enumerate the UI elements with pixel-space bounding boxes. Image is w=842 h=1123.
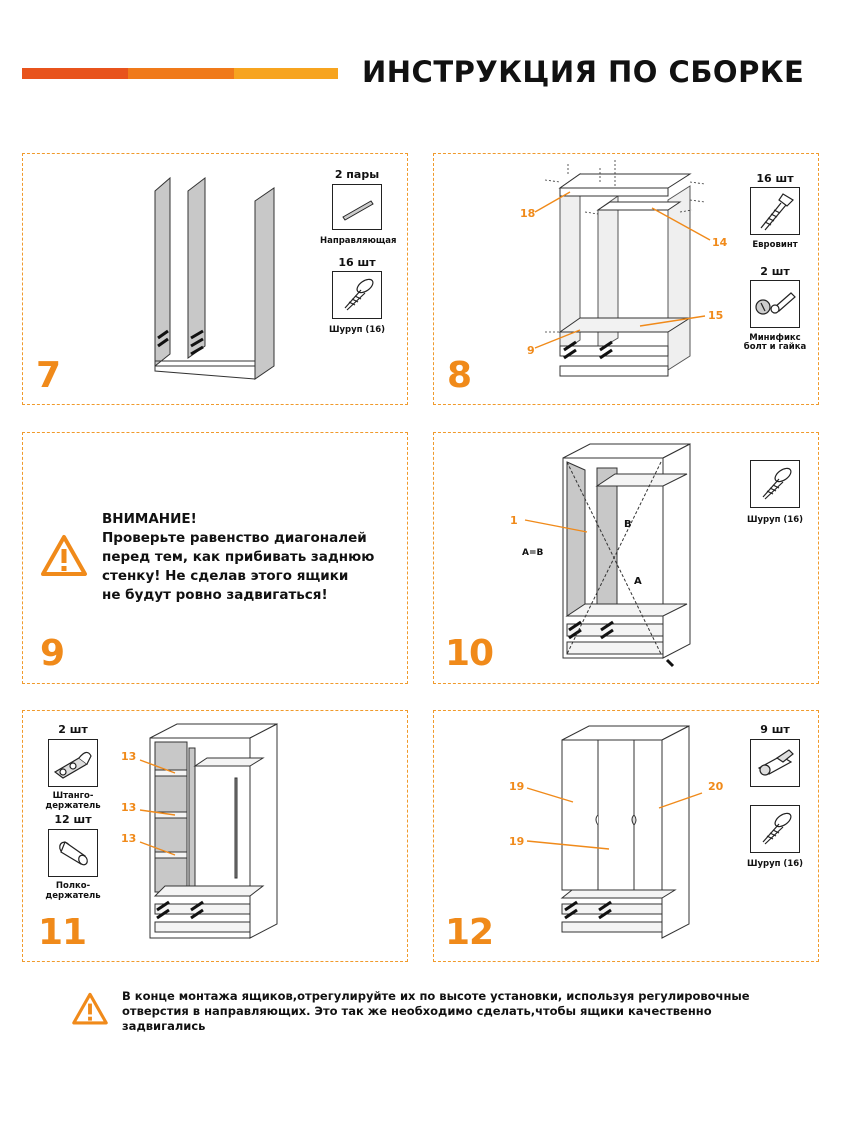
part-box — [750, 187, 800, 235]
callout-label: 13 — [121, 832, 137, 845]
header-color-bar — [22, 68, 338, 79]
screw-icon — [344, 278, 374, 311]
hinge-icon — [757, 749, 794, 776]
part-caption: Евровинт — [752, 240, 798, 250]
footer-note-line: В конце монтажа ящиков,отрегулируйте их … — [122, 989, 750, 1003]
step-number-10: 10 — [445, 633, 494, 674]
part-qty: 9 шт — [760, 723, 790, 736]
wardrobe-carcass-diagram-8 — [534, 160, 711, 377]
page-title: ИНСТРУКЦИЯ ПО СБОРКЕ — [362, 55, 805, 89]
callout-label: 1 — [510, 514, 518, 527]
callout-label: 19 — [509, 835, 525, 848]
part-box — [750, 280, 800, 328]
part-caption-line-1: Штанго- — [52, 791, 94, 801]
panel-step-10 — [433, 432, 819, 684]
callout-label: 9 — [527, 344, 535, 357]
part-caption-line-2: держатель — [45, 801, 101, 811]
warning-line: Проверьте равенство диагоналей — [102, 530, 367, 546]
part-caption: Шуруп (16) — [328, 325, 386, 335]
callout-label: 15 — [708, 309, 724, 322]
part-caption-line-1: Минификс — [749, 333, 801, 343]
part-box — [48, 829, 98, 877]
warning-line: перед тем, как прибивать заднюю — [102, 549, 375, 565]
diagonal-label-b: B — [624, 519, 632, 530]
minifix-icon — [755, 292, 796, 315]
warning-icon — [41, 535, 87, 576]
part-qty: 2 шт — [58, 723, 88, 736]
step-number-11: 11 — [38, 912, 87, 953]
part-box — [48, 739, 98, 787]
panel-step-8 — [433, 153, 819, 405]
wardrobe-frame-diagram-7 — [154, 176, 275, 380]
part-box — [332, 271, 382, 319]
part-box — [750, 460, 800, 508]
part-qty: 12 шт — [54, 813, 92, 826]
shelf-holder-icon — [59, 841, 88, 866]
screw-icon — [762, 812, 792, 845]
callout-label: 20 — [708, 780, 724, 793]
warning-icon — [72, 992, 108, 1025]
panel-step-12 — [433, 710, 819, 962]
step-number-12: 12 — [445, 912, 494, 953]
part-caption: Шуруп (16) — [746, 859, 804, 869]
step-number-8: 8 — [447, 355, 472, 396]
callout-label: 19 — [509, 780, 525, 793]
part-qty: 2 шт — [760, 265, 790, 278]
part-box — [332, 184, 382, 230]
part-box — [750, 805, 800, 853]
rod-holder-icon — [53, 751, 92, 779]
wardrobe-doors-diagram-12 — [526, 725, 703, 939]
step-number-7: 7 — [36, 355, 61, 396]
wardrobe-diagonal-diagram-10 — [524, 443, 691, 668]
panel-step-7 — [22, 153, 408, 405]
diagonal-equality-label: A=B — [522, 548, 544, 558]
part-caption: Направляющая — [320, 236, 397, 246]
callout-label: 14 — [712, 236, 728, 249]
part-qty: 16 шт — [338, 256, 376, 269]
callout-label: 13 — [121, 750, 137, 763]
footer-note-line: отверстия в направляющих. Это так же нео… — [122, 1004, 712, 1018]
warning-line: не будут ровно задвигаться! — [102, 587, 328, 603]
part-box — [750, 739, 800, 787]
rail-icon — [342, 200, 374, 221]
panel-step-9 — [22, 432, 408, 684]
part-caption-line-1: Полко- — [55, 881, 91, 891]
footer-note-line: задвигались — [122, 1019, 206, 1033]
part-caption-line-2: держатель — [45, 891, 101, 901]
part-qty: 16 шт — [756, 172, 794, 185]
callout-label: 18 — [520, 207, 536, 220]
panel-step-11 — [22, 710, 408, 962]
euro-screw-icon — [760, 193, 794, 231]
wardrobe-shelves-diagram-11 — [139, 723, 278, 939]
part-qty: 2 пары — [334, 168, 380, 181]
part-caption-line-2: болт и гайка — [743, 342, 807, 352]
warning-title: ВНИМАНИЕ! — [102, 511, 197, 527]
screw-icon — [762, 467, 792, 500]
part-caption: Шуруп (16) — [746, 515, 804, 525]
warning-line: стенку! Не сделав этого ящики — [102, 568, 349, 584]
diagonal-label-a: A — [634, 576, 642, 587]
step-number-9: 9 — [40, 633, 65, 674]
callout-label: 13 — [121, 801, 137, 814]
